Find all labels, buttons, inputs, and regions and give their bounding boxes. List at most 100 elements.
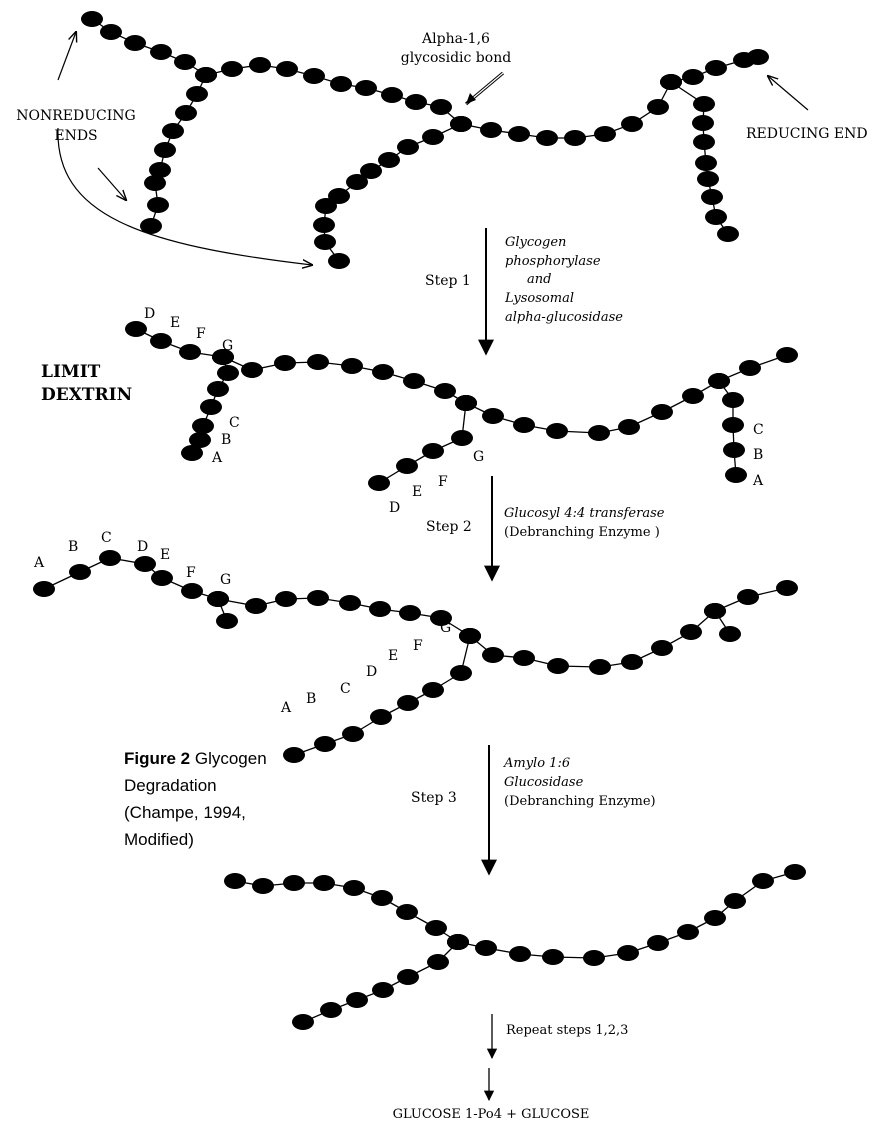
figure-caption-title: Glycogen (190, 749, 267, 768)
glucose-residue (149, 162, 171, 178)
glucose-residue (725, 467, 747, 483)
glucose-residue (399, 605, 421, 621)
glucose-residue (371, 890, 393, 906)
letter-B-3: B (753, 447, 763, 463)
glucose-residue (480, 122, 502, 138)
letter-A-1: A (211, 450, 223, 466)
glucose-residue (151, 570, 173, 586)
step3-label: Step 3 (411, 790, 457, 806)
glucose-residue (693, 96, 715, 112)
glucose-residue (370, 709, 392, 725)
glucose-residue (451, 430, 473, 446)
letter-B-4: B (68, 539, 78, 555)
glucose-residue (328, 188, 350, 204)
glucose-residue (175, 105, 197, 121)
glucose-residue (475, 940, 497, 956)
letter-D-4: D (137, 539, 148, 555)
figure-caption-line-2: Degradation (124, 776, 217, 795)
glucose-residue (682, 69, 704, 85)
glucose-residue (434, 383, 456, 399)
glucose-residue (660, 74, 682, 90)
letter-D-5: D (366, 664, 377, 680)
step1-enzyme-4: Lysosomal (504, 291, 574, 306)
letter-C-4: C (101, 530, 112, 546)
glucose-residue (427, 954, 449, 970)
glucose-residue (346, 174, 368, 190)
glucose-residue (342, 726, 364, 742)
glucose-residue (513, 650, 535, 666)
glucose-residue (224, 873, 246, 889)
text-labels: NONREDUCING ENDS REDUCING END Alpha-1,6 … (16, 31, 867, 1122)
glucose-residue (647, 99, 669, 115)
glucose-residue (378, 152, 400, 168)
residue-letters: D E F G C B A G F E D C B A A B C D E F … (33, 306, 764, 716)
glucose-residue (217, 365, 239, 381)
glucose-residue (701, 189, 723, 205)
glucose-residue (425, 920, 447, 936)
glucose-residue (179, 344, 201, 360)
reducing-end-label: REDUCING END (746, 126, 868, 142)
glucose-residue (274, 355, 296, 371)
glucose-residue (99, 550, 121, 566)
glucose-residue (747, 49, 769, 65)
glucose-residue (275, 591, 297, 607)
step2-enzyme-2: (Debranching Enzyme ) (504, 525, 660, 540)
letter-E-1: E (170, 315, 180, 331)
limit-dextrin-label-1: LIMIT (41, 362, 101, 382)
glucose-residue (372, 982, 394, 998)
letter-G-2: G (473, 449, 484, 465)
glucose-residue (150, 333, 172, 349)
dextrin-lower-branch (368, 395, 477, 491)
glucose-residue (618, 419, 640, 435)
glucose-residue (455, 395, 477, 411)
step2-main-chain (459, 580, 798, 675)
glucose-residue (482, 647, 504, 663)
glucose-residue (303, 68, 325, 84)
letter-F-2: F (438, 474, 448, 490)
step2-right-stub (704, 603, 741, 642)
glucose-residue (307, 354, 329, 370)
glucose-residue (589, 659, 611, 675)
glucose-residue (697, 171, 719, 187)
alpha-bond-label-1: Alpha-1,6 (421, 31, 490, 47)
letter-A-4: A (33, 555, 45, 571)
glucose-residue (513, 417, 535, 433)
letter-C-3: C (753, 422, 764, 438)
letter-G-5: G (440, 620, 451, 636)
glucose-residue (547, 658, 569, 674)
letter-G-1: G (222, 338, 233, 354)
step3-top-chain (224, 873, 469, 950)
glucose-residue (482, 408, 504, 424)
glucose-residue (708, 373, 730, 389)
glucose-residue (651, 404, 673, 420)
step2-stub (207, 591, 238, 629)
glucose-residue (564, 130, 586, 146)
glucose-residue (536, 130, 558, 146)
glucose-residue (162, 123, 184, 139)
letter-F-1: F (196, 326, 206, 342)
glucose-residue (221, 61, 243, 77)
glucose-residue (784, 864, 806, 880)
nonreducing-label-2: ENDS (54, 128, 97, 144)
glucose-residue (372, 364, 394, 380)
glucose-residue (546, 423, 568, 439)
step3-enzyme-1: Amylo 1:6 (503, 756, 570, 771)
glucose-residue (403, 373, 425, 389)
glucose-residue (680, 624, 702, 640)
glucose-residue (722, 417, 744, 433)
glucose-residue (705, 209, 727, 225)
figure-caption-line-4: Modified) (124, 830, 194, 849)
glucose-residue (186, 86, 208, 102)
letter-E-5: E (388, 648, 398, 664)
glycogen-right-branch (660, 74, 739, 242)
glucose-residue (397, 139, 419, 155)
step3-main-chain (447, 864, 806, 966)
nonreducing-arrow-curve (57, 127, 312, 265)
glucose-residue (314, 736, 336, 752)
letter-D-2: D (389, 500, 400, 516)
glucose-residue (677, 924, 699, 940)
glucose-residue (181, 583, 203, 599)
glucose-residue (617, 945, 639, 961)
glucose-residue (752, 873, 774, 889)
glucose-residue (459, 628, 481, 644)
